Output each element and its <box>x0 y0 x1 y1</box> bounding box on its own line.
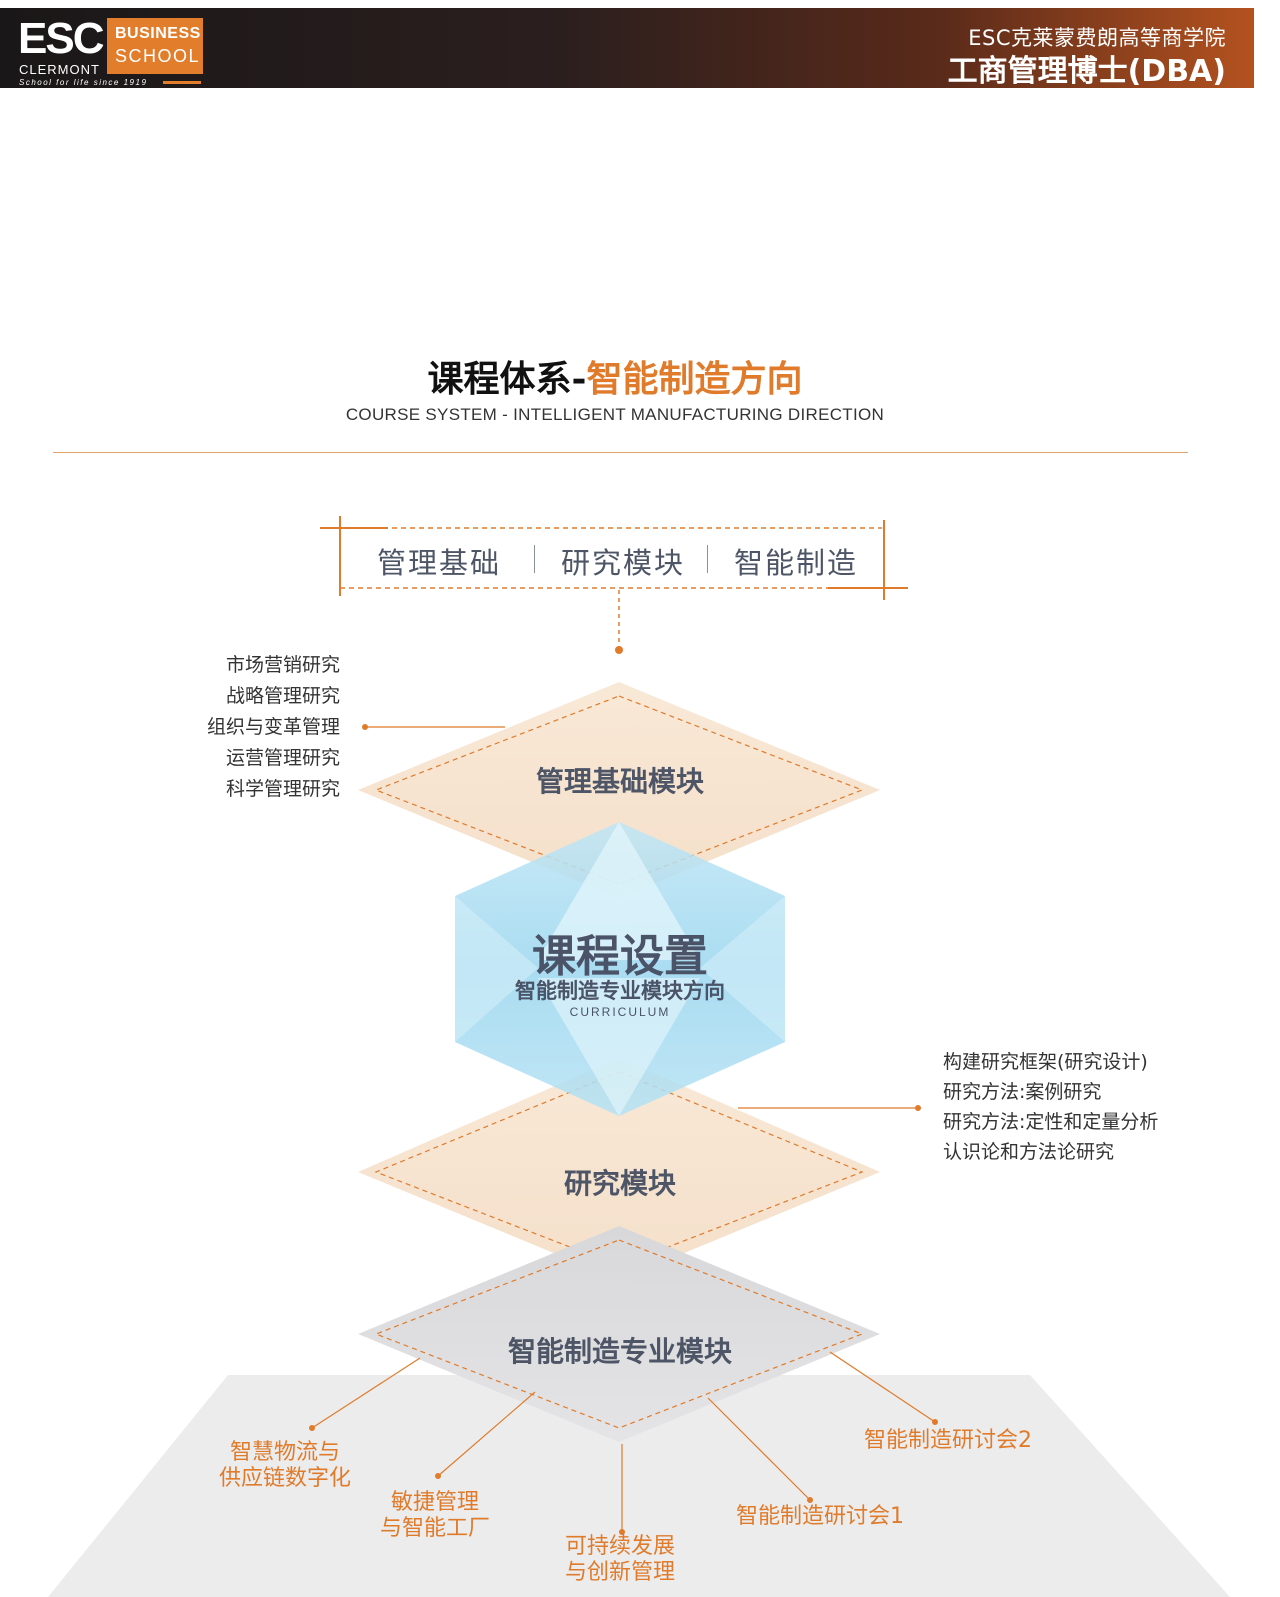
topbox-item-research: 研究模块 <box>561 546 686 580</box>
list-item: 研究方法:定性和定量分析 <box>943 1111 1159 1133</box>
list-item: 组织与变革管理 <box>206 716 340 738</box>
school-name: ESC克莱蒙费朗高等商学院 <box>968 26 1226 50</box>
research-course-list: 构建研究框架(研究设计) 研究方法:案例研究 研究方法:定性和定量分析 认识论和… <box>943 1047 1243 1167</box>
center-title: 课程设置 <box>532 931 708 982</box>
list-item: 战略管理研究 <box>225 685 340 707</box>
pointer-agile <box>437 1391 536 1477</box>
topbox-item-manufacturing: 智能制造 <box>734 546 859 580</box>
management-course-list: 市场营销研究 战略管理研究 组织与变革管理 运营管理研究 科学管理研究 <box>150 650 340 805</box>
pointer-agile-dot <box>435 1473 441 1479</box>
pointer-logistics <box>311 1357 421 1429</box>
topbox-separator <box>534 545 535 573</box>
page-subtitle: COURSE SYSTEM - INTELLIGENT MANUFACTURIN… <box>345 405 885 424</box>
list-item: 市场营销研究 <box>225 654 340 676</box>
course-line: 敏捷管理 <box>390 1490 479 1515</box>
diamond-manufacturing-dash <box>374 1239 864 1429</box>
module-management-label: 管理基础模块 <box>535 765 704 798</box>
course-line: 可持续发展 <box>564 1534 675 1559</box>
research-pointer-dot <box>915 1105 921 1111</box>
esc-logo-text: ESC <box>18 14 104 63</box>
mgmt-pointer-dot <box>362 724 368 730</box>
topbox-separator <box>707 545 708 573</box>
title-main: 课程体系- <box>427 358 587 400</box>
course-line: 与智能工厂 <box>379 1516 490 1541</box>
diamond-management <box>358 682 880 898</box>
hexagon-facet-bottom <box>538 978 700 1116</box>
course-line: 智能制造研讨会1 <box>736 1504 904 1529</box>
course-line: 智能制造研讨会2 <box>864 1428 1032 1453</box>
module-research-label: 研究模块 <box>563 1167 676 1200</box>
logo-business: BUSINESS <box>115 25 201 42</box>
pointer-seminar2 <box>829 1351 936 1423</box>
list-item: 构建研究框架(研究设计) <box>943 1051 1148 1073</box>
list-item: 研究方法:案例研究 <box>943 1081 1102 1103</box>
logo-tagline: School for life since 1919 <box>19 78 148 87</box>
header-bar: ESC CLERMONT School for life since 1919 … <box>0 8 1254 88</box>
list-item: 认识论和方法论研究 <box>943 1141 1115 1163</box>
topbox-item-management: 管理基础 <box>377 546 502 580</box>
connector-dot <box>615 646 623 654</box>
business-school-logo: BUSINESS SCHOOL <box>107 18 203 74</box>
pointer-seminar1 <box>707 1397 811 1501</box>
program-name: 工商管理博士(DBA) <box>947 54 1226 88</box>
diamond-manufacturing <box>358 1226 880 1442</box>
pointer-seminar2-dot <box>932 1419 938 1425</box>
course-seminar-2: 智能制造研讨会2 <box>848 1428 1048 1454</box>
course-agile: 敏捷管理 与智能工厂 <box>360 1490 510 1542</box>
course-line: 供应链数字化 <box>218 1466 351 1491</box>
list-item: 科学管理研究 <box>225 778 340 800</box>
pointer-logistics-dot <box>309 1425 315 1431</box>
logo-school: SCHOOL <box>115 46 201 66</box>
title-accent: 智能制造方向 <box>586 358 803 400</box>
course-line: 智慧物流与 <box>229 1440 340 1465</box>
page-title: 课程体系-智能制造方向 <box>0 350 1230 402</box>
hexagon-facet-left <box>455 896 538 1042</box>
title-divider <box>53 452 1188 453</box>
course-logistics: 智慧物流与 供应链数字化 <box>205 1440 365 1492</box>
diamond-management-dash <box>374 695 864 885</box>
floor-plane <box>48 1375 1230 1597</box>
center-subtitle: 智能制造专业模块方向 <box>515 979 725 1003</box>
module-manufacturing-label: 智能制造专业模块 <box>507 1335 732 1368</box>
course-line: 与创新管理 <box>564 1560 675 1585</box>
list-item: 运营管理研究 <box>225 747 340 769</box>
logo-underline <box>163 81 201 84</box>
hexagon-facet-top <box>538 822 700 960</box>
course-sustainability: 可持续发展 与创新管理 <box>545 1534 695 1586</box>
pointer-sustain-dot <box>619 1529 625 1535</box>
clermont-logo-text: CLERMONT <box>19 62 100 77</box>
pointer-seminar1-dot <box>807 1497 813 1503</box>
course-seminar-1: 智能制造研讨会1 <box>720 1504 920 1530</box>
center-english: CURRICULUM <box>569 1005 671 1019</box>
diamond-research <box>358 1058 880 1280</box>
hexagon-crystal <box>455 822 785 1116</box>
hexagon-facet-right <box>700 896 785 1042</box>
